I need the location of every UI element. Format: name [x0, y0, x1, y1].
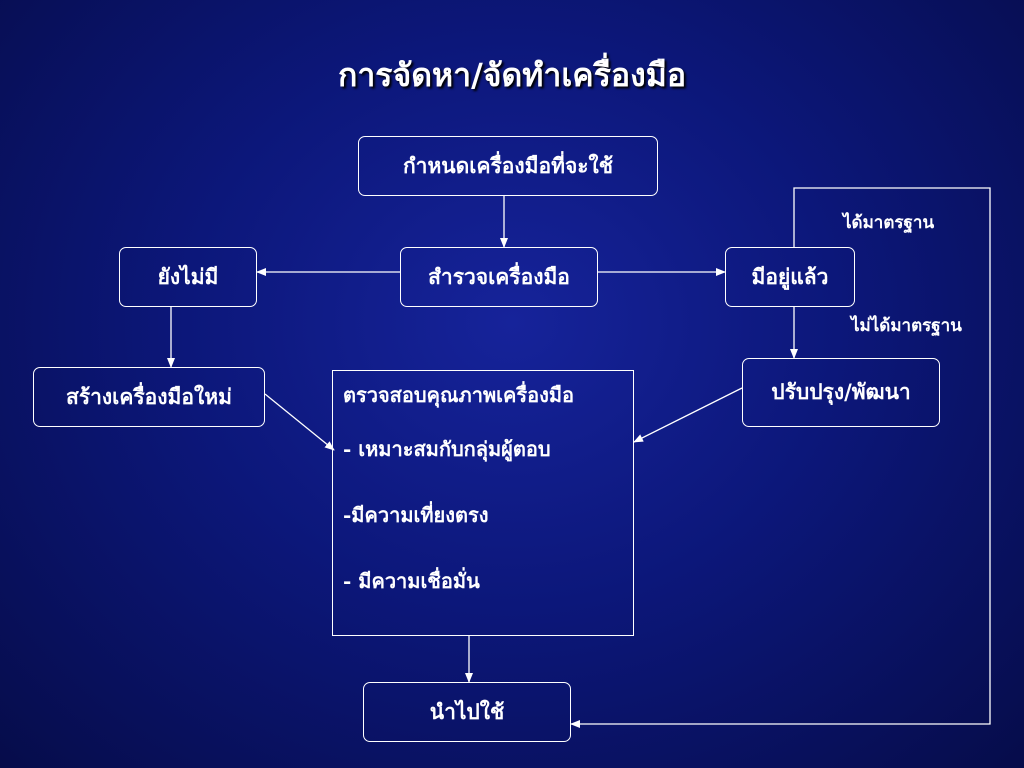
- arrow-standard-to-use: [570, 187, 991, 728]
- quality-check-heading: ตรวจสอบคุณภาพเครื่องมือ: [343, 383, 575, 407]
- quality-check-item: - เหมาะสมกับกลุ่มผู้ตอบ: [343, 437, 551, 461]
- standard-label: ได้มาตรฐาน: [843, 213, 935, 233]
- arrow-create-to-check: [264, 393, 335, 451]
- quality-check-item: -มีความเที่ยงตรง: [343, 503, 489, 527]
- page-title: การจัดหา/จัดทำเครื่องมือ: [337, 56, 687, 94]
- create-new-tool-box: สร้างเครื่องมือใหม่: [33, 367, 265, 427]
- improve-develop-box: ปรับปรุง/พัฒนา: [742, 358, 940, 427]
- not-yet-box: ยังไม่มี: [119, 247, 257, 307]
- quality-check-panel: ตรวจสอบคุณภาพเครื่องมือ - เหมาะสมกับกลุ่…: [332, 370, 634, 636]
- put-into-use-box: นำไปใช้: [363, 682, 571, 742]
- already-have-box: มีอยู่แล้ว: [725, 247, 855, 307]
- survey-tool-box: สำรวจเครื่องมือ: [400, 247, 598, 307]
- arrow-improve-to-check: [633, 387, 743, 443]
- define-tool-box: กำหนดเครื่องมือที่จะใช้: [358, 136, 658, 196]
- quality-check-item: - มีความเชื่อมั่น: [343, 569, 480, 593]
- not-standard-label: ไม่ได้มาตรฐาน: [851, 316, 962, 336]
